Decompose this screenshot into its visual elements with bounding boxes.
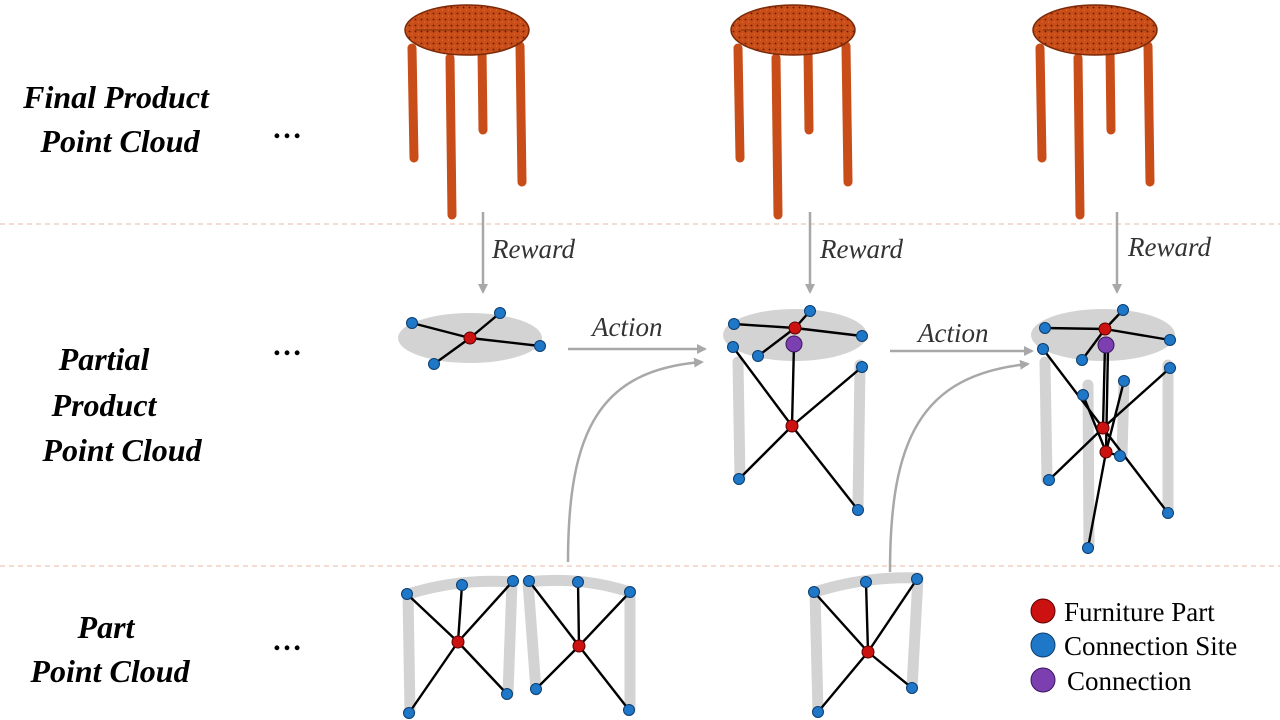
partial-product-2 <box>723 305 868 516</box>
legend-swatch-connection <box>1030 667 1056 693</box>
row-label-part-line1: Part <box>77 609 136 645</box>
ellipsis-final: … <box>272 112 302 145</box>
legend-swatch-furniture-part <box>1030 598 1056 624</box>
row-label-partial: Partial Product Point Cloud <box>41 341 202 468</box>
row-label-partial-line3: Point Cloud <box>41 432 202 468</box>
legend-swatch-connection-site <box>1030 632 1056 658</box>
partial-product-3 <box>1031 304 1176 554</box>
ellipsis-part: … <box>272 624 302 657</box>
part-arrow-1 <box>566 357 704 563</box>
row-label-final-line2: Point Cloud <box>39 123 200 159</box>
reward-label-1: Reward <box>491 234 575 264</box>
reward-label-2: Reward <box>819 234 903 264</box>
legend-label-connection-site: Connection Site <box>1064 631 1237 661</box>
part-arrow-2 <box>888 359 1030 573</box>
legend-label-connection: Connection <box>1067 666 1192 696</box>
row-label-part: Part Point Cloud <box>29 609 190 689</box>
final-stool-1 <box>404 4 530 220</box>
part-frame-2 <box>522 574 636 716</box>
row-label-partial-line2: Product <box>51 387 158 423</box>
row-label-partial-line1: Partial <box>58 341 150 377</box>
reward-label-3: Reward <box>1127 232 1211 262</box>
action-label-1: Action <box>590 312 662 342</box>
row-label-part-line2: Point Cloud <box>29 653 190 689</box>
row-label-final: Final Product Point Cloud <box>22 79 217 159</box>
ellipsis-partial: … <box>272 329 302 362</box>
final-stool-3 <box>1032 4 1158 220</box>
part-frame-3 <box>808 572 924 718</box>
action-label-2: Action <box>916 318 988 348</box>
legend-label-furniture-part: Furniture Part <box>1064 597 1215 627</box>
row-label-final-line1: Final Product <box>22 79 210 115</box>
final-stool-2 <box>730 4 856 220</box>
partial-product-1 <box>398 307 546 370</box>
legend: Furniture Part Connection Site Connectio… <box>1030 597 1237 696</box>
part-frame-1 <box>401 575 519 719</box>
